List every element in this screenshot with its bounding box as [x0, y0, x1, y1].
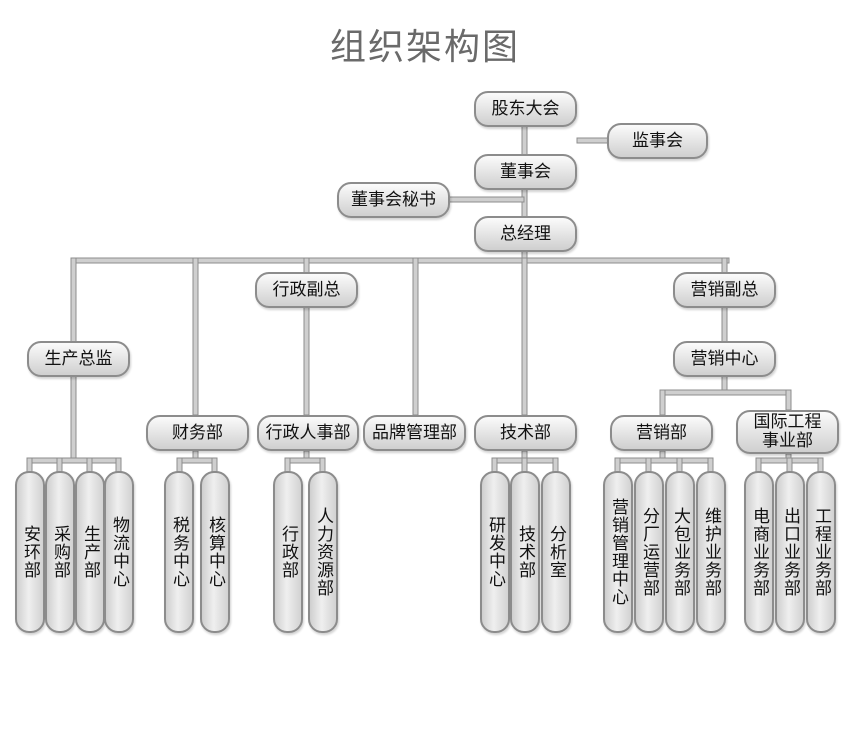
leaf-label: 安环部 — [20, 525, 40, 579]
leaf-techdept: 技术部 — [510, 471, 540, 633]
node-admin-hr: 行政人事部 — [257, 415, 359, 451]
leaf-label: 采购部 — [50, 525, 70, 579]
leaf-admin: 行政部 — [273, 471, 303, 633]
leaf-purchase: 采购部 — [45, 471, 75, 633]
link-marketing-center — [721, 305, 728, 343]
leaf-label: 技术部 — [515, 525, 535, 579]
node-production-director: 生产总监 — [27, 341, 130, 377]
leaf-safety: 安环部 — [15, 471, 45, 633]
link-bus-finance — [176, 457, 216, 464]
link-supervisory — [576, 137, 610, 144]
leaf-accounting: 核算中心 — [200, 471, 230, 633]
leaf-contract: 大包业务部 — [665, 471, 695, 633]
leaf-rd: 研发中心 — [480, 471, 510, 633]
link-production-leaves — [70, 375, 77, 461]
link-intl — [785, 389, 792, 411]
node-marketing-dept: 营销部 — [610, 415, 713, 451]
link-secretary — [447, 196, 525, 203]
node-board: 董事会 — [474, 154, 577, 190]
link-production — [70, 257, 77, 343]
link-brand — [412, 257, 419, 416]
chart-title: 组织架构图 — [329, 27, 520, 68]
node-brand: 品牌管理部 — [363, 415, 466, 451]
link-bus-marketing — [614, 457, 712, 464]
link-admin-hr — [303, 305, 310, 416]
leaf-hr: 人力资源部 — [308, 471, 338, 633]
node-gm: 总经理 — [474, 216, 577, 252]
leaf-label: 人力资源部 — [313, 507, 333, 597]
leaf-label: 生产部 — [80, 525, 100, 579]
leaf-ecommerce: 电商业务部 — [744, 471, 774, 633]
leaf-maintenance: 维护业务部 — [696, 471, 726, 633]
leaf-export: 出口业务部 — [775, 471, 805, 633]
leaf-logistics: 物流中心 — [104, 471, 134, 633]
node-board-secretary: 董事会秘书 — [337, 182, 450, 218]
link-bus-admin — [284, 457, 324, 464]
link-tech — [521, 257, 528, 416]
link-main-bus — [70, 257, 730, 264]
node-admin-vp: 行政副总 — [255, 272, 358, 308]
leaf-label: 电商业务部 — [749, 507, 769, 597]
leaf-label: 研发中心 — [485, 516, 505, 588]
leaf-label: 出口业务部 — [780, 507, 800, 597]
node-marketing-vp: 营销副总 — [673, 272, 776, 308]
link-marketing-bus — [659, 389, 791, 396]
leaf-label: 营销管理中心 — [608, 498, 628, 606]
node-intl: 国际工程 事业部 — [736, 410, 839, 454]
leaf-label: 分析室 — [546, 525, 566, 579]
leaf-label: 分厂运营部 — [639, 507, 659, 597]
leaf-tax: 税务中心 — [164, 471, 194, 633]
leaf-label: 行政部 — [278, 525, 298, 579]
node-supervisory: 监事会 — [607, 123, 708, 159]
node-tech: 技术部 — [474, 415, 577, 451]
leaf-label: 税务中心 — [169, 516, 189, 588]
link-bus-production — [26, 457, 120, 464]
leaf-label: 核算中心 — [205, 516, 225, 588]
leaf-branch: 分厂运营部 — [634, 471, 664, 633]
leaf-analysis: 分析室 — [541, 471, 571, 633]
node-shareholders: 股东大会 — [474, 91, 577, 127]
node-marketing-center: 营销中心 — [673, 341, 776, 377]
leaf-production: 生产部 — [75, 471, 105, 633]
leaf-label: 维护业务部 — [701, 507, 721, 597]
link-finance — [192, 257, 199, 416]
leaf-label: 工程业务部 — [811, 507, 831, 597]
link-marketing-dept — [659, 389, 666, 416]
leaf-label: 物流中心 — [109, 516, 129, 588]
node-finance: 财务部 — [146, 415, 249, 451]
leaf-label: 大包业务部 — [670, 507, 690, 597]
leaf-mkt-mgmt: 营销管理中心 — [603, 471, 633, 633]
leaf-engineering: 工程业务部 — [806, 471, 836, 633]
